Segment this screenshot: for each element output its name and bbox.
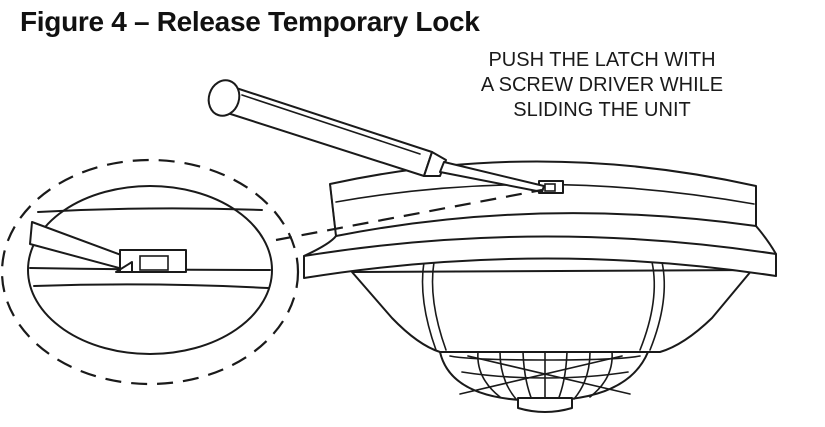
callout-line-3: SLIDING THE UNIT	[513, 99, 691, 121]
sensing-chamber	[439, 351, 649, 401]
detail-flange-line	[33, 283, 269, 289]
smoke-detector	[303, 160, 777, 413]
detector-dome	[351, 269, 753, 353]
dome-contour-inner-left	[431, 261, 447, 351]
detail-base-top-line	[37, 207, 263, 213]
screwdriver-shaft	[439, 161, 545, 193]
callout-line-1: PUSH THE LATCH WITH	[488, 49, 716, 71]
latch	[538, 180, 564, 194]
figure-title: Figure 4 – Release Temporary Lock	[20, 6, 480, 37]
callout-line-2: A SCREW DRIVER WHILE	[480, 74, 724, 96]
dome-contour-right	[649, 261, 666, 351]
test-button	[517, 397, 573, 413]
magnified-detail	[0, 158, 543, 386]
detail-leader-line	[275, 188, 543, 242]
handle-end-cap	[207, 79, 241, 117]
detail-latch	[115, 249, 187, 273]
detail-dashed-outline	[0, 158, 300, 386]
screwdriver	[207, 79, 545, 193]
instruction-callout: PUSH THE LATCH WITH A SCREW DRIVER WHILE…	[452, 48, 752, 123]
screwdriver-handle	[217, 85, 433, 177]
mounting-base	[329, 160, 757, 237]
dome-contour-inner-right	[639, 261, 656, 351]
dome-contour-left	[421, 261, 437, 351]
